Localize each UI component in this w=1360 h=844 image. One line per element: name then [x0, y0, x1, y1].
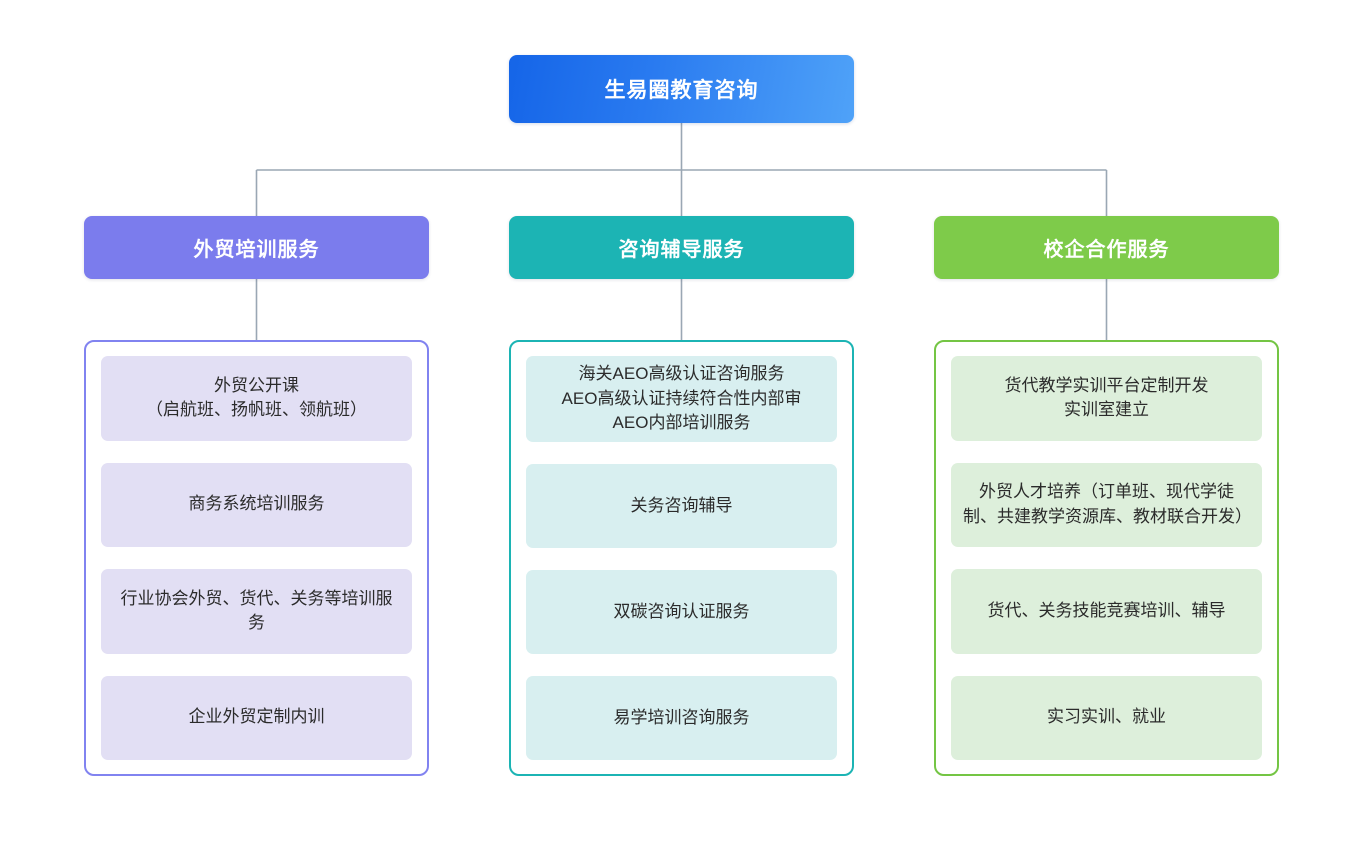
branch-header-3-label: 校企合作服务 [1043, 239, 1170, 261]
branch-2-card-2[interactable]: 关务咨询辅导 [526, 463, 837, 548]
branch-2-card-container: 海关AEO高级认证咨询服务 AEO高级认证持续符合性内部审 AEO内部培训服务 … [509, 340, 854, 776]
branch-2-card-1[interactable]: 海关AEO高级认证咨询服务 AEO高级认证持续符合性内部审 AEO内部培训服务 [526, 356, 837, 442]
branch-3-card-container: 货代教学实训平台定制开发 实训室建立 外贸人才培养（订单班、现代学徒制、共建教学… [934, 340, 1279, 776]
branch-3-card-4[interactable]: 实习实训、就业 [951, 675, 1262, 760]
branch-column-3: 校企合作服务 货代教学实训平台定制开发 实训室建立 外贸人才培养（订单班、现代学… [934, 216, 1279, 776]
branch-3-card-3[interactable]: 货代、关务技能竞赛培训、辅导 [951, 569, 1262, 654]
branch-column-2: 咨询辅导服务 海关AEO高级认证咨询服务 AEO高级认证持续符合性内部审 AEO… [509, 216, 854, 776]
branch-1-card-1[interactable]: 外贸公开课 （启航班、扬帆班、领航班） [101, 356, 412, 441]
branch-header-1[interactable]: 外贸培训服务 [84, 216, 429, 279]
root-node-label: 生易圈教育咨询 [604, 79, 759, 102]
branch-2-card-3[interactable]: 双碳咨询认证服务 [526, 569, 837, 654]
branch-2-card-4[interactable]: 易学培训咨询服务 [526, 675, 837, 761]
branch-1-card-4[interactable]: 企业外贸定制内训 [101, 675, 412, 760]
branch-header-1-label: 外贸培训服务 [193, 239, 320, 261]
branch-3-card-2[interactable]: 外贸人才培养（订单班、现代学徒制、共建教学资源库、教材联合开发） [951, 462, 1262, 547]
branch-column-1: 外贸培训服务 外贸公开课 （启航班、扬帆班、领航班） 商务系统培训服务 行业协会… [84, 216, 429, 776]
branch-1-card-2[interactable]: 商务系统培训服务 [101, 462, 412, 547]
branch-header-2[interactable]: 咨询辅导服务 [509, 216, 854, 279]
root-node[interactable]: 生易圈教育咨询 [509, 55, 854, 123]
branch-1-card-3[interactable]: 行业协会外贸、货代、关务等培训服务 [101, 569, 412, 654]
branch-1-card-container: 外贸公开课 （启航班、扬帆班、领航班） 商务系统培训服务 行业协会外贸、货代、关… [84, 340, 429, 776]
branch-header-2-label: 咨询辅导服务 [618, 239, 745, 261]
branch-3-card-1[interactable]: 货代教学实训平台定制开发 实训室建立 [951, 356, 1262, 441]
branch-header-3[interactable]: 校企合作服务 [934, 216, 1279, 279]
